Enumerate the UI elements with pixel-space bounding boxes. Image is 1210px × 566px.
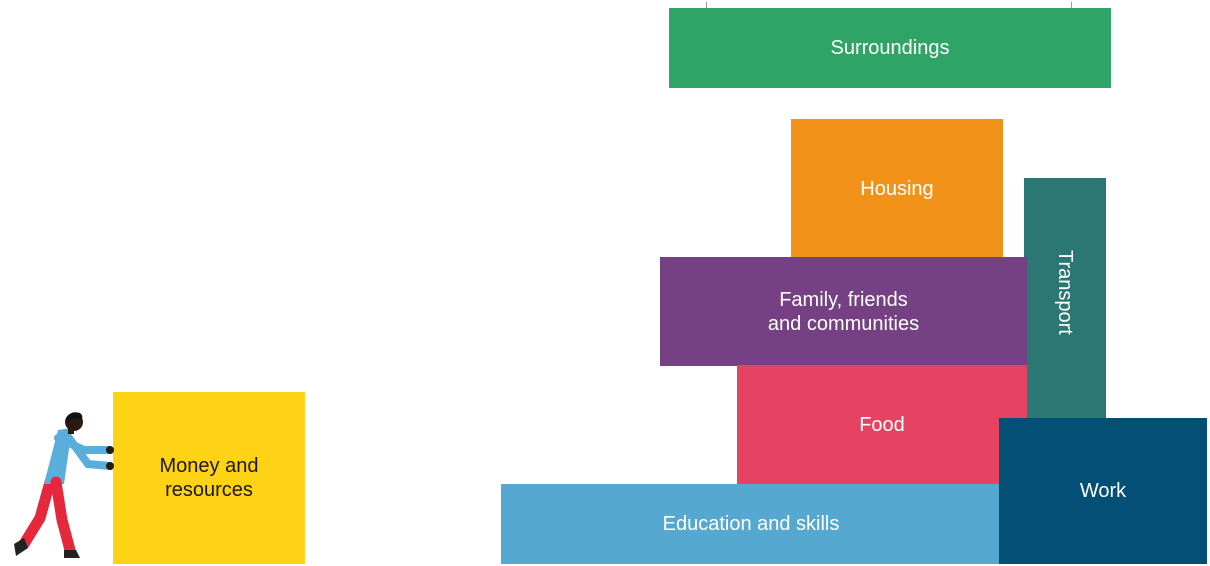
figure-torso (44, 428, 72, 484)
block-label-education: Education and skills (662, 513, 840, 535)
block-label-housing: Housing (860, 178, 934, 200)
figure-front-arm (62, 430, 114, 470)
block-family-friends-communities: Family, friends and communities (660, 257, 1027, 366)
figure-neck (68, 428, 74, 434)
block-label-surroundings: Surroundings (830, 37, 950, 59)
block-label-family: Family, friends and communities (767, 288, 920, 335)
figure-back-leg (18, 476, 56, 550)
figure-front-hand (106, 462, 114, 470)
block-education-skills: Education and skills (501, 484, 1001, 564)
block-housing: Housing (791, 119, 1003, 258)
figure-back-shoe (14, 538, 28, 556)
figure-hair (66, 412, 83, 423)
block-food: Food (737, 365, 1027, 485)
tick-mark (1071, 2, 1072, 8)
block-label-work: Work (1079, 480, 1127, 502)
block-label-transport: Transport (1054, 250, 1076, 335)
tick-mark (706, 2, 707, 8)
block-transport: Transport (1024, 178, 1106, 422)
block-label-money: Money and resources (159, 455, 259, 501)
person-pushing-icon (14, 412, 114, 558)
figure-front-shoe (64, 550, 80, 558)
block-label-food: Food (859, 414, 905, 436)
block-money-resources: Money and resources (113, 392, 305, 564)
block-work: Work (999, 418, 1207, 564)
block-surroundings: Surroundings (669, 8, 1111, 88)
figure-back-hand (106, 446, 114, 454)
figure-front-leg (50, 476, 76, 556)
